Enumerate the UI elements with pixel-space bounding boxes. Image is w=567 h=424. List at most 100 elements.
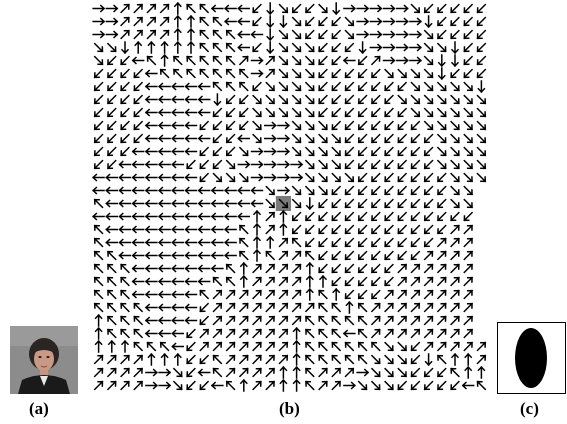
flow-arrow [119,302,131,314]
flow-arrow [357,198,369,210]
flow-arrow [133,149,144,155]
flow-arrow [436,3,448,15]
flow-arrow [294,328,300,339]
flow-arrow [212,383,223,389]
flow-arrow [343,107,355,119]
flow-arrow [146,240,157,246]
flow-arrow [475,16,487,28]
flow-arrow [267,3,273,14]
flow-arrow [475,68,487,80]
flow-arrow [409,198,421,210]
flow-arrow [159,201,170,207]
flow-arrow [238,354,250,366]
flow-arrow [357,81,369,93]
flow-arrow [93,6,104,12]
flow-arrow [225,214,236,220]
flow-arrow [320,276,326,287]
flow-arrow [93,289,105,301]
flow-arrow [330,302,342,314]
flow-arrow [370,19,381,25]
flow-arrow [277,315,289,327]
flow-arrow [383,107,395,119]
flow-arrow [159,318,170,324]
flow-arrow [396,94,408,106]
flow-arrow [185,159,197,171]
flow-arrow [186,201,197,207]
flow-arrow [264,354,276,366]
flow-arrow [436,159,448,171]
flow-arrow [396,159,408,171]
flow-arrow [251,120,263,132]
flow-arrow [462,42,474,54]
flow-arrow [304,224,316,236]
flow-arrow [93,146,105,158]
flow-arrow [252,71,263,77]
flow-arrow [146,175,157,181]
flow-arrow [462,302,474,314]
flow-arrow [211,120,223,132]
flow-arrow [475,172,487,184]
flow-arrow [317,224,329,236]
flow-arrow [370,263,382,275]
flow-arrow [265,162,276,168]
flow-arrow [357,19,368,25]
flow-arrow [436,42,448,54]
flow-arrow [185,367,197,379]
flow-arrow [225,6,236,12]
flow-arrow [383,172,395,184]
flow-arrow [238,237,250,249]
flow-arrow [225,68,237,80]
flow-arrow [106,6,117,12]
flow-arrow [462,185,474,197]
flow-arrow [238,120,250,132]
flow-arrow [423,133,435,145]
flow-arrow [238,6,249,12]
flow-arrow [449,289,461,301]
flow-arrow [462,341,474,353]
flow-arrow [225,227,236,233]
flow-arrow [238,214,249,220]
flow-arrow [186,240,197,246]
flow-arrow [106,227,117,233]
ellipse-mask [497,322,567,394]
flow-arrow [330,16,342,28]
flow-arrow [199,84,210,90]
flow-arrow [264,263,276,275]
flow-arrow [119,55,131,67]
flow-arrow [225,188,236,194]
flow-arrow [343,146,355,158]
flow-arrow [357,94,369,106]
flow-arrow [211,276,223,288]
flow-arrow [357,250,369,262]
flow-arrow [423,224,435,236]
flow-arrow [146,110,157,116]
flow-arrow [357,32,368,38]
flow-arrow [172,380,184,392]
flow-arrow [106,250,118,262]
flow-arrow [172,55,184,67]
flow-arrow [106,263,118,275]
flow-arrow [370,107,382,119]
flow-arrow [317,367,329,379]
flow-arrow [133,175,144,181]
flow-arrow [304,315,316,327]
flow-arrow [186,175,197,181]
flow-arrow [199,266,210,272]
flow-arrow [423,94,435,106]
flow-arrow [264,107,276,119]
flow-arrow [475,29,487,41]
flow-arrow [199,97,210,103]
flow-arrow [93,354,105,366]
flow-arrow [449,94,461,106]
flow-arrow [225,201,236,207]
flow-arrow [330,107,342,119]
flow-arrow [475,107,487,119]
flow-arrow [225,107,237,119]
flow-arrow [120,175,131,181]
flow-arrow [410,58,421,64]
flow-arrow [462,263,474,275]
flow-arrow [344,58,355,64]
flow-arrow [185,3,197,15]
flow-arrow [357,120,369,132]
flow-arrow [146,162,157,168]
